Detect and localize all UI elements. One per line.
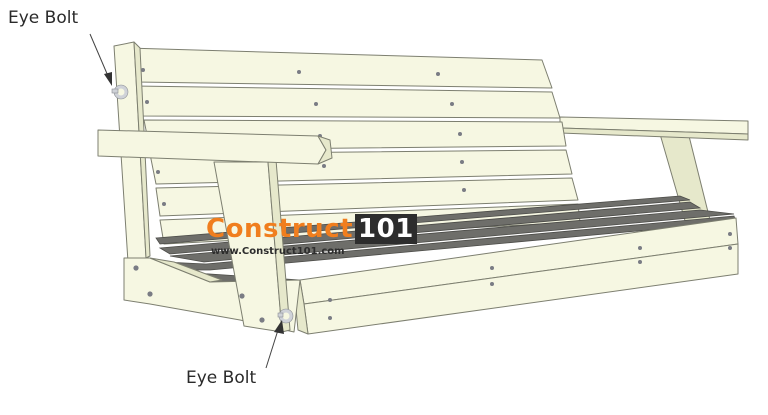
eye-bolt-bottom	[277, 308, 294, 324]
right-armrest	[559, 116, 749, 141]
eye-bolt-label-top: Eye Bolt	[8, 8, 79, 28]
brand-word: Construct	[206, 214, 354, 244]
leader-bottom	[265, 320, 284, 369]
eye-bolt-label-bottom: Eye Bolt	[186, 368, 257, 388]
seat	[155, 195, 737, 289]
backrest-screws	[141, 68, 466, 206]
leader-top	[89, 33, 112, 86]
watermark-url: www.Construct101.com	[211, 246, 345, 257]
brand-number: 101	[355, 214, 417, 244]
front-seat-board	[293, 217, 739, 335]
left-armrest	[97, 129, 333, 165]
eye-bolt-top	[111, 84, 129, 100]
